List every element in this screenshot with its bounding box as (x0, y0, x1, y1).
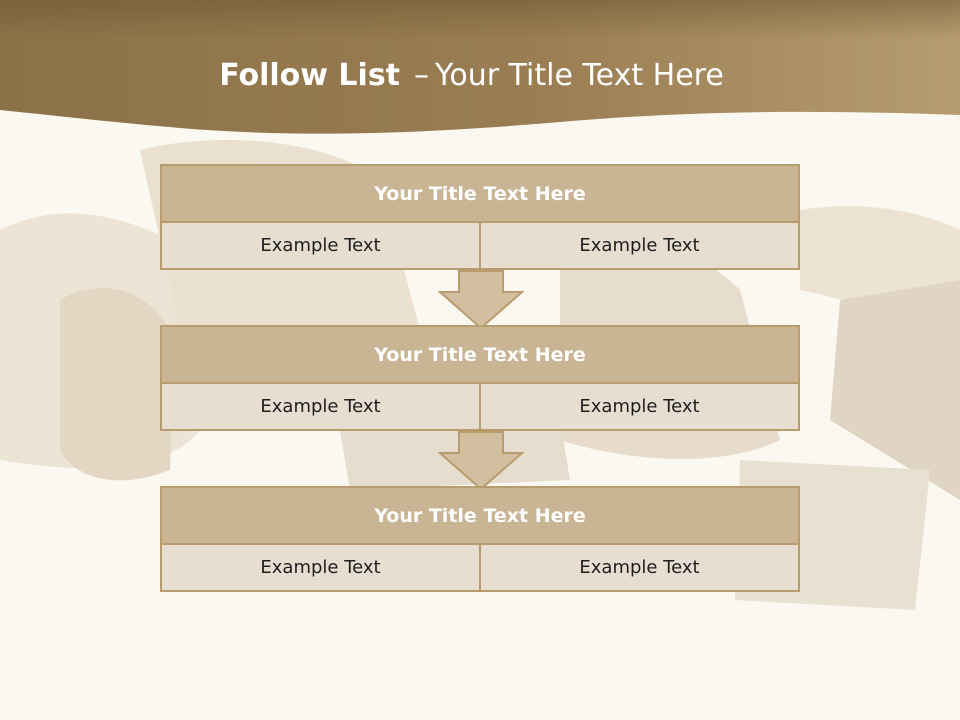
list-block-2: Your Title Text Here Example Text Exampl… (160, 325, 800, 431)
block-left-text: Example Text (260, 396, 381, 417)
block-left-text: Example Text (260, 557, 381, 578)
block-title: Your Title Text Here (162, 327, 798, 384)
down-arrow-icon (438, 270, 524, 330)
block-right-text: Example Text (479, 384, 798, 429)
down-arrow-icon (438, 431, 524, 491)
block-left-text: Example Text (260, 235, 381, 256)
title-bold-part: Follow List (219, 58, 401, 93)
block-right-text: Example Text (479, 223, 798, 268)
block-right-text: Example Text (479, 545, 798, 590)
list-block-3: Your Title Text Here Example Text Exampl… (160, 486, 800, 592)
title-dash: – (414, 58, 430, 93)
block-title: Your Title Text Here (162, 166, 798, 223)
title-subtitle-part: Your Title Text Here (435, 58, 724, 93)
block-title: Your Title Text Here (162, 488, 798, 545)
slide-title: Follow List–Your Title Text Here (0, 54, 943, 98)
list-block-1: Your Title Text Here Example Text Exampl… (160, 164, 800, 270)
